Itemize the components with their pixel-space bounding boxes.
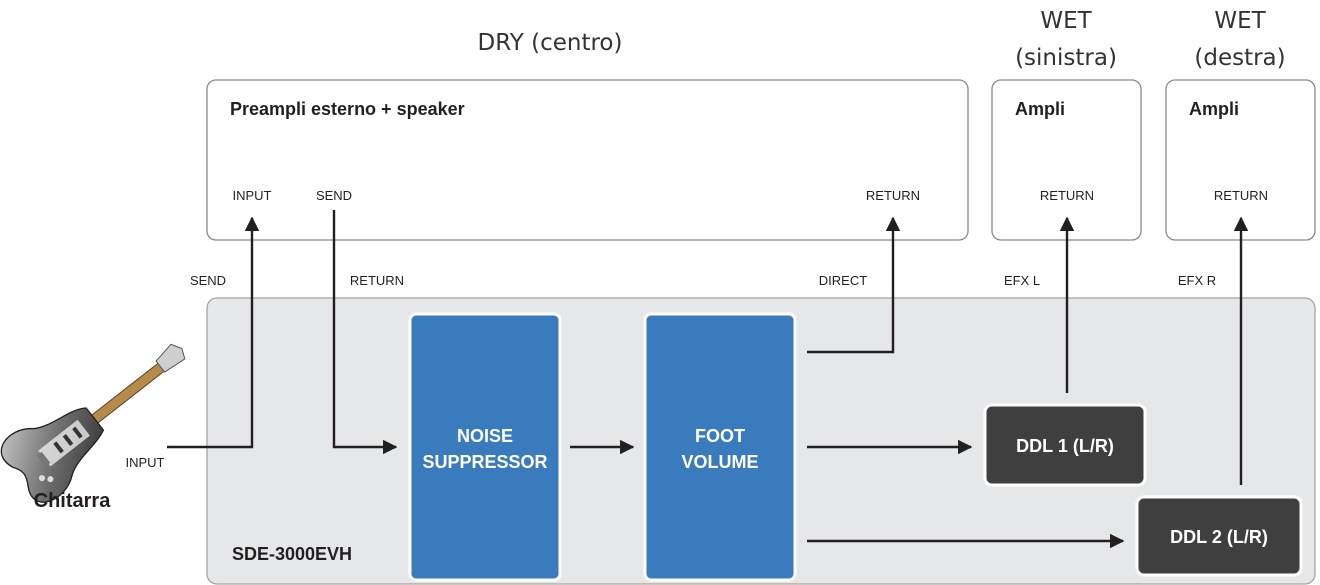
jack-efx-r-label: EFX R bbox=[1178, 273, 1216, 288]
wet-left-header-line1: WET bbox=[1040, 8, 1092, 34]
guitar-input-label: INPUT bbox=[126, 455, 165, 470]
dry-header: DRY (centro) bbox=[478, 30, 623, 56]
noise-suppressor-block bbox=[408, 312, 562, 582]
wet-right-header-line2: (destra) bbox=[1194, 45, 1285, 71]
ddl1-block bbox=[983, 403, 1147, 487]
foot-volume-block bbox=[643, 312, 797, 582]
noise-suppressor-line1: NOISE bbox=[457, 426, 513, 446]
guitar-icon bbox=[0, 343, 186, 503]
guitar-label: Chitarra bbox=[34, 490, 112, 512]
jack-send-label: SEND bbox=[190, 273, 226, 288]
ddl2-block bbox=[1135, 495, 1303, 577]
amp-left-return-label: RETURN bbox=[1040, 188, 1094, 203]
ddl2-label: DDL 2 (L/R) bbox=[1170, 527, 1268, 547]
preamp-title: Preampli esterno + speaker bbox=[230, 99, 465, 119]
preamp-box bbox=[206, 79, 969, 241]
preamp-return-label: RETURN bbox=[866, 188, 920, 203]
wire-direct-to-preamp-return bbox=[807, 216, 901, 354]
unit-name: SDE-3000EVH bbox=[232, 544, 352, 564]
jack-efx-l-label: EFX L bbox=[1004, 273, 1040, 288]
preamp-input-label: INPUT bbox=[233, 188, 272, 203]
wet-right-header-line1: WET bbox=[1214, 8, 1266, 34]
jack-direct-label: DIRECT bbox=[819, 273, 867, 288]
jack-return-label: RETURN bbox=[350, 273, 404, 288]
noise-suppressor-line2: SUPPRESSOR bbox=[422, 452, 547, 472]
preamp-send-label: SEND bbox=[316, 188, 352, 203]
wet-left-header-line2: (sinistra) bbox=[1015, 45, 1117, 71]
wire-guitar-to-preamp-input bbox=[167, 216, 260, 449]
amp-right-title: Ampli bbox=[1189, 99, 1239, 119]
wire-send-to-noise-suppressor bbox=[332, 210, 398, 455]
amp-left-title: Ampli bbox=[1015, 99, 1065, 119]
amp-right-return-label: RETURN bbox=[1214, 188, 1268, 203]
foot-volume-line2: VOLUME bbox=[681, 452, 758, 472]
foot-volume-line1: FOOT bbox=[695, 426, 745, 446]
ddl1-label: DDL 1 (L/R) bbox=[1016, 436, 1114, 456]
